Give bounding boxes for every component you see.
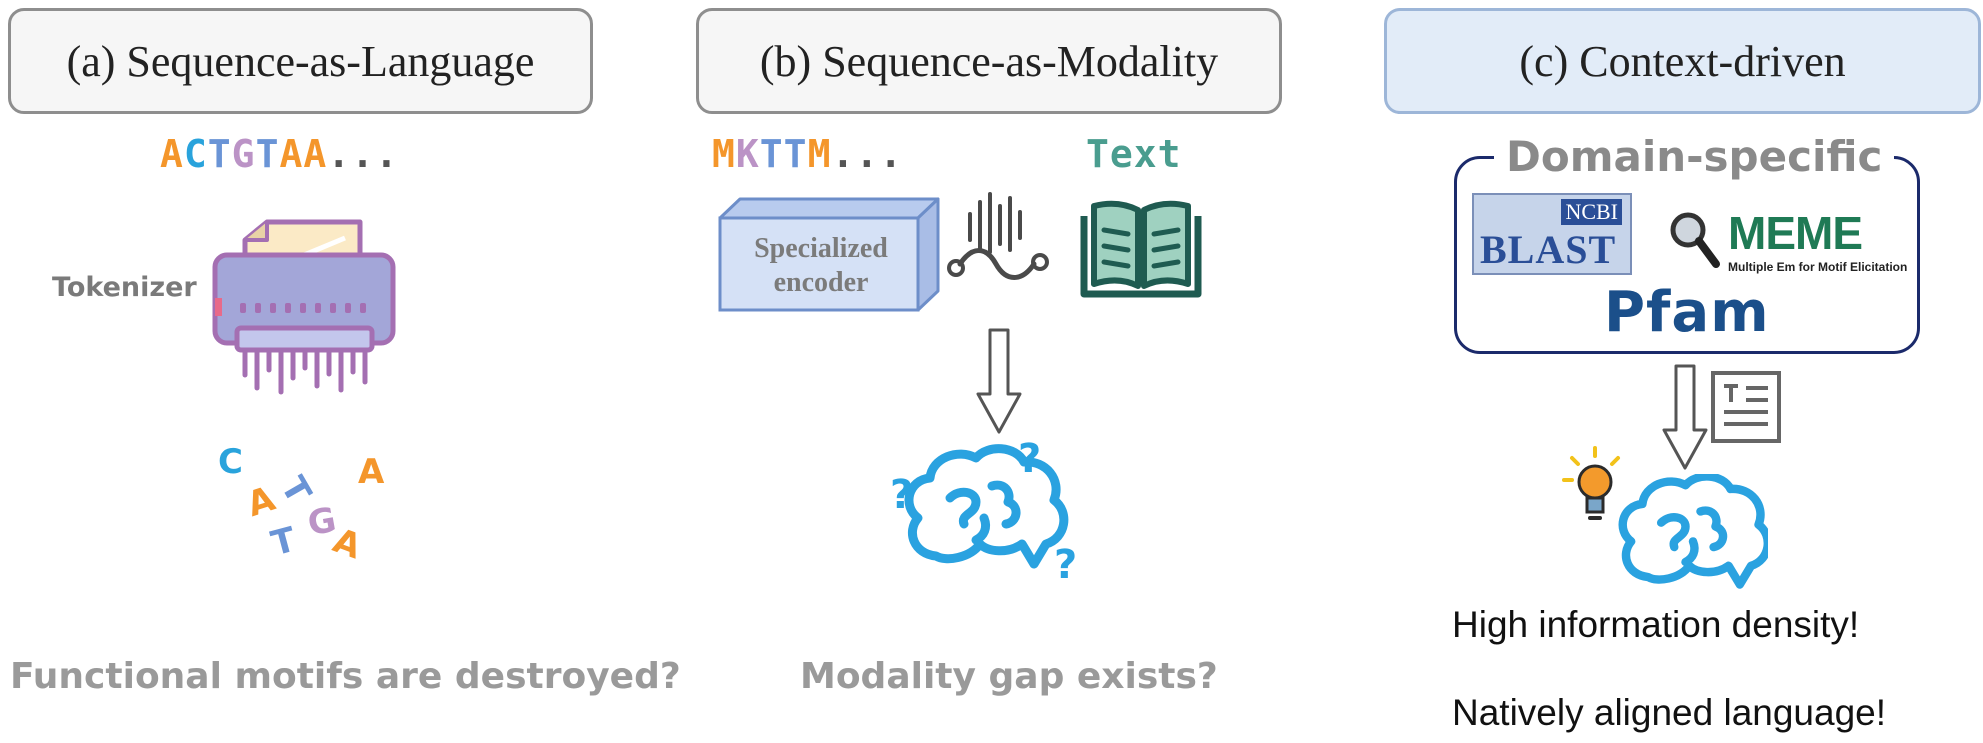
statement-aligned-language: Natively aligned language! xyxy=(1452,692,1887,733)
encoder-label: Specialized encoder xyxy=(722,232,920,300)
meme-subtitle: Multiple Em for Motif Elicitation xyxy=(1728,260,1908,274)
panel-b-question: Modality gap exists? xyxy=(800,656,1218,697)
nucleotide: A xyxy=(303,132,328,176)
specialized-encoder-box xyxy=(718,197,940,312)
nucleotide: C xyxy=(183,132,208,176)
nucleotide: A xyxy=(279,132,304,176)
ncbi-label: NCBI xyxy=(1561,199,1622,225)
amino-acid: K xyxy=(735,132,760,176)
sequence-ellipsis: ... xyxy=(327,132,399,176)
amino-acid: M xyxy=(712,132,736,176)
scattered-token: G xyxy=(304,499,340,545)
nucleotide: T xyxy=(207,132,232,176)
amino-acid: T xyxy=(759,132,784,176)
brain-icon: ? ? ? xyxy=(890,436,1077,586)
tokenizer-label: Tokenizer xyxy=(52,272,197,303)
blast-logo: NCBI BLAST xyxy=(1472,193,1632,275)
signal-icon xyxy=(947,192,1049,280)
svg-text:?: ? xyxy=(1054,542,1077,586)
scattered-token: A xyxy=(358,452,385,492)
scattered-token: C xyxy=(218,442,243,482)
nucleotide: A xyxy=(160,132,184,176)
protein-sequence: MKTTM xyxy=(712,132,831,176)
down-arrow-icon xyxy=(976,328,1022,434)
svg-text:?: ? xyxy=(890,472,913,518)
encoder-label-line1: Specialized xyxy=(754,233,888,264)
pfam-logo: Pfam xyxy=(1604,280,1770,345)
encoder-label-line2: encoder xyxy=(773,267,869,298)
panel-c-header: (c) Context-driven xyxy=(1384,8,1981,114)
lightbulb-icon xyxy=(1562,446,1620,520)
panel-b-header: (b) Sequence-as-Modality xyxy=(696,8,1282,114)
blast-label: BLAST xyxy=(1480,227,1617,272)
dna-sequence: ACTGTAA xyxy=(160,132,327,176)
book-icon xyxy=(1080,200,1202,298)
svg-text:?: ? xyxy=(1018,436,1041,482)
sequence-ellipsis: ... xyxy=(831,132,904,176)
brain-icon xyxy=(1618,474,1768,589)
shredder-icon xyxy=(212,219,396,395)
panel-a-sequence: ACTGTAA... xyxy=(160,132,399,176)
down-arrow-icon xyxy=(1662,364,1708,470)
text-label: Text xyxy=(1086,132,1182,176)
amino-acid: M xyxy=(807,132,832,176)
domain-specific-title: Domain-specific xyxy=(1494,130,1895,184)
meme-label: MEME xyxy=(1728,207,1863,259)
nucleotide: T xyxy=(255,132,280,176)
panel-b-sequence: MKTTM... xyxy=(712,132,903,176)
panel-a-question: Functional motifs are destroyed? xyxy=(10,656,681,697)
statement-high-density: High information density! xyxy=(1452,604,1860,645)
scattered-token: T xyxy=(267,519,300,565)
panel-a-header: (a) Sequence-as-Language xyxy=(8,8,593,114)
nucleotide: G xyxy=(231,132,256,176)
scattered-token: A xyxy=(242,478,280,526)
magnifier-icon xyxy=(1670,212,1720,268)
amino-acid: T xyxy=(783,132,808,176)
document-icon xyxy=(1711,371,1781,443)
